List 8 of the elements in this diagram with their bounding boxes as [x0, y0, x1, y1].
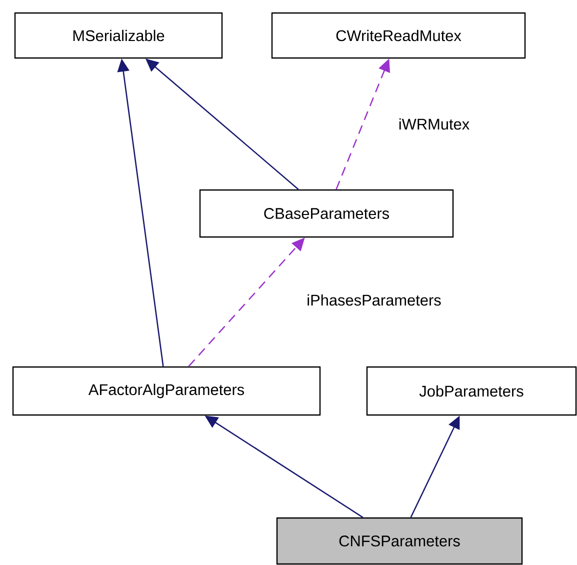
- class-box: CWriteReadMutex: [271, 12, 526, 59]
- class-box: CNFSParameters: [276, 517, 523, 565]
- edge-label: iWRMutex: [397, 117, 471, 131]
- class-box: JobParameters: [366, 366, 577, 416]
- class-box: AFactorAlgParameters: [12, 366, 321, 416]
- class-box: CBaseParameters: [199, 189, 454, 238]
- edge-label: iPhasesParameters: [306, 293, 442, 307]
- class-box: MSerializable: [14, 12, 223, 59]
